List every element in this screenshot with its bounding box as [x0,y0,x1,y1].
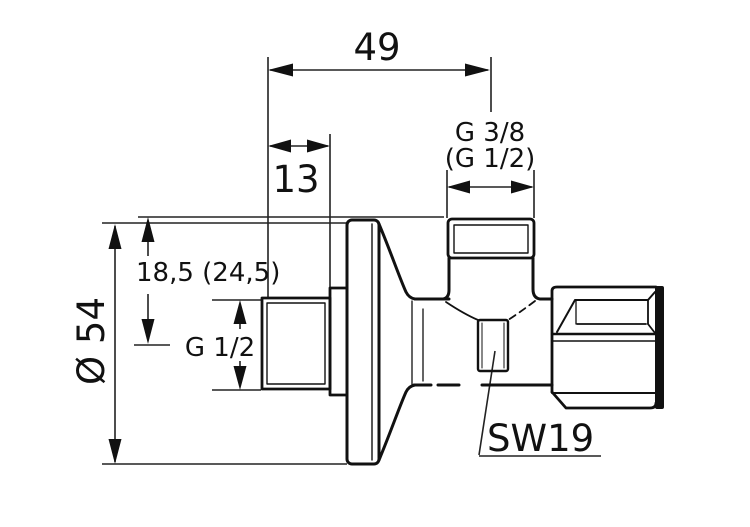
valve-outline [260,217,658,466]
top-thread-alt-label: (G 1/2) [445,144,536,174]
nut-chamfer-top [556,291,656,333]
sw19-leader-line [478,350,496,456]
inlet-thread-inner [266,302,326,385]
arrow-g38-right [511,180,534,194]
collar-ring [328,286,349,397]
nut-end-band [655,286,664,409]
cone-top-edge [377,222,451,301]
top-thread-inner [453,224,529,254]
arrow-13-right [307,139,330,153]
nut-chamfer-right [647,323,656,334]
arrow-185-up [141,217,155,242]
arrow-g12-down [233,366,247,390]
arrow-49-right [465,63,490,77]
arrowheads [108,63,534,464]
arrow-49-left [268,63,293,77]
spindle-hex [476,318,510,373]
arrow-185-down [141,319,155,344]
arrow-o54-up [108,224,122,249]
wall-flange [345,218,381,466]
nut-bottom-edge [550,390,658,410]
funnel-left-curve [445,301,479,321]
top-thread-outer [446,217,536,260]
nut-top-left-edge [550,285,658,394]
dim-13-label: 13 [272,158,319,201]
body-left-edge [413,256,451,301]
inlet-thread-label: G 1/2 [185,333,255,363]
funnel-right-curve [507,300,536,321]
arrow-o54-down [108,439,122,464]
dim-49-label: 49 [353,26,400,69]
dimension-lines [102,57,601,465]
flange-diameter-label: Ø 54 [70,297,113,385]
arrow-g38-left [447,180,470,194]
top-thread-label: G 3/8 [455,118,525,148]
wrench-size-label: SW19 [487,417,594,460]
arrow-g12-up [233,300,247,324]
body-right-edge [531,256,554,301]
arrow-13-left [268,139,291,153]
inlet-thread-outer [260,296,332,391]
cone-bottom-edge [377,383,417,462]
wall-offset-label: 18,5 (24,5) [136,258,280,288]
